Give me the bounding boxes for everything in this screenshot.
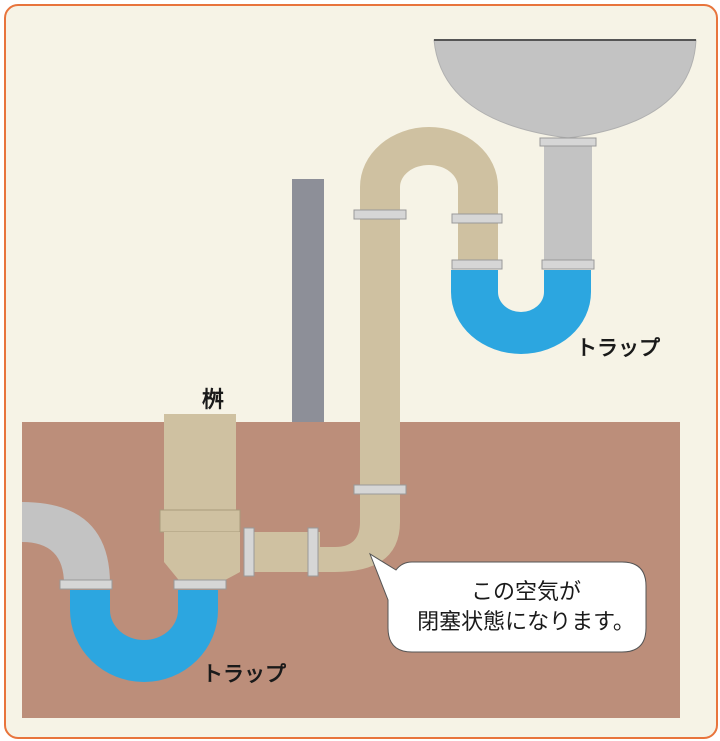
joint — [451, 213, 503, 224]
sink-drain-joint — [539, 137, 597, 147]
masu-lower — [164, 532, 240, 584]
joint — [307, 527, 319, 577]
sink-drain-pipe — [544, 138, 592, 264]
beige-gooseneck — [360, 127, 498, 264]
masu-collar — [159, 509, 241, 533]
lower-trap-water — [70, 590, 218, 682]
beige-vertical-pipe — [360, 214, 400, 496]
beige-elbow — [310, 496, 400, 572]
joint — [353, 484, 407, 495]
left-gray-elbow — [22, 502, 110, 584]
sink-basin — [433, 39, 697, 139]
joint — [451, 259, 503, 270]
diagram-frame: 桝 トラップ トラップ この空気が 閉塞状態になります。 — [4, 4, 718, 739]
plumbing-diagram — [22, 39, 697, 718]
callout-line-1: この空気が — [470, 580, 581, 605]
joint — [59, 579, 113, 590]
joint — [173, 579, 227, 590]
masu-body — [164, 414, 236, 510]
joint — [353, 209, 407, 220]
upper-trap-label: トラップ — [576, 336, 660, 360]
upper-trap-water — [451, 270, 591, 354]
lower-trap-label: トラップ — [202, 662, 286, 686]
callout-line-2: 閉塞状態になります。 — [417, 610, 635, 635]
callout-bubble — [368, 552, 647, 653]
joint — [243, 527, 255, 577]
masu-label: 桝 — [202, 388, 225, 413]
callout-text: この空気が 閉塞状態になります。 — [408, 578, 644, 638]
joint — [541, 259, 595, 270]
vent-pipe — [292, 179, 324, 422]
